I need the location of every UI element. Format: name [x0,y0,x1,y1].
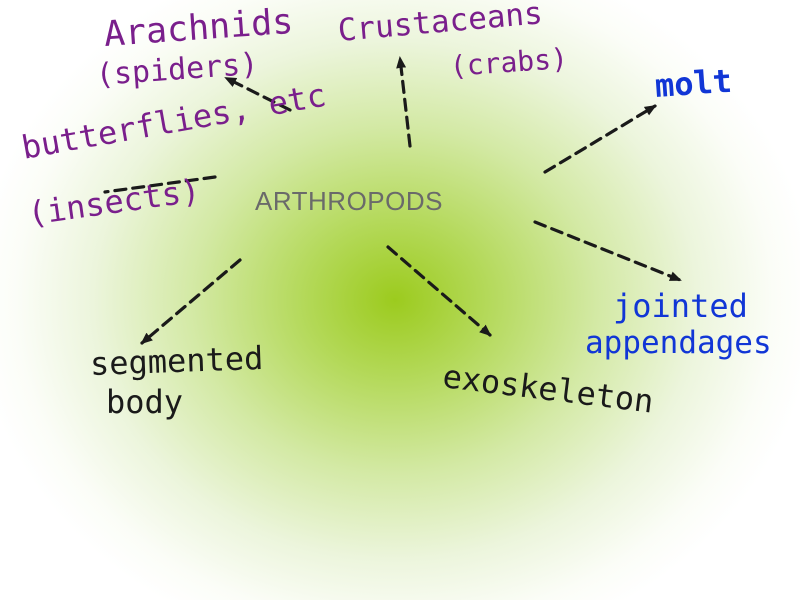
molt-label: molt [653,61,734,105]
crustaceans-sublabel: (crabs) [448,41,569,83]
arrow-to-jointed-appendages [533,220,682,282]
arachnids-sublabel: (spiders) [94,46,260,93]
segmented-label: segmented [89,338,264,383]
node-insects: butterflies, etc (insects) [19,76,330,233]
node-exoskeleton: exoskeleton [441,357,656,421]
node-molt: molt [654,62,734,105]
arrow-to-molt [543,104,657,174]
node-arachnids: Arachnids (spiders) [95,2,295,93]
node-segmented-body: segmented body [89,339,264,421]
arrow-to-exoskeleton [386,245,492,337]
node-jointed-appendages: jointed appendages [585,290,772,359]
jointed-label: jointed [613,287,748,325]
insects-sublabel: (insects) [25,171,203,233]
center-title: ARTHROPODS [255,186,443,216]
body-label: body [106,383,184,421]
arrow-to-arachnids [224,76,292,112]
arrow-to-segmented-body [140,258,242,345]
appendages-label: appendages [585,325,772,361]
node-crustaceans: Crustaceans (crabs) [336,0,569,83]
arachnids-label: Arachnids [102,1,295,55]
arrow-to-crustaceans [396,56,412,148]
arrow-to-insects [103,175,217,194]
